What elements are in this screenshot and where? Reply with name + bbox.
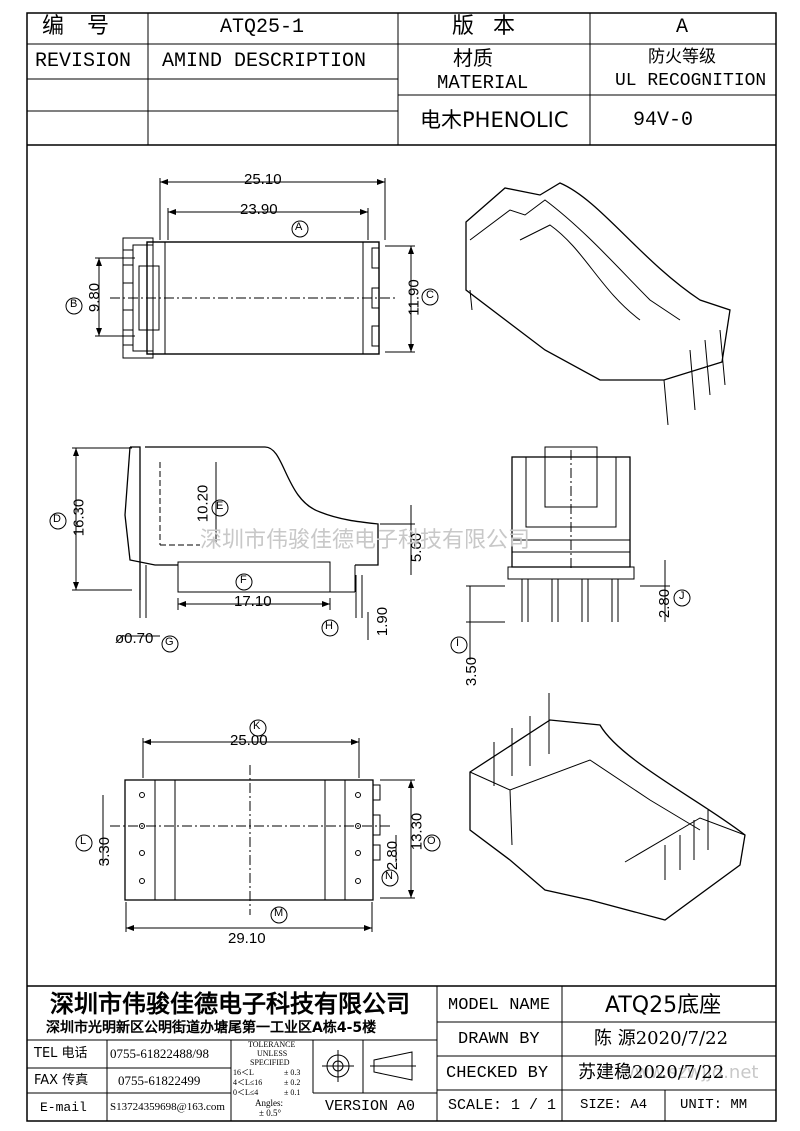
marker-m: M — [274, 907, 284, 919]
marker-b: B — [70, 298, 78, 310]
version-label: 版 本 — [452, 14, 521, 39]
dim-1-90: 1.90 — [374, 606, 392, 637]
ul-value: 94V-0 — [633, 109, 694, 132]
version-value: A — [676, 16, 689, 39]
drawn-by-label: DRAWN BY — [458, 1030, 540, 1049]
tolerance-range-1: 16＜L — [233, 1068, 254, 1077]
dim-2-80-bottom: 2.80 — [384, 840, 402, 871]
tolerance-range-2: 4＜L≤16 — [233, 1078, 263, 1087]
tolerance-value-1: ± 0.3 — [284, 1068, 301, 1077]
dim-25-10: 25.10 — [244, 171, 282, 188]
tolerance-specified: SPECIFIED — [250, 1058, 290, 1067]
marker-n: N — [385, 870, 393, 882]
size-label: SIZE: A4 — [580, 1097, 648, 1113]
tolerance-title: TOLERANCE — [248, 1040, 296, 1049]
dim-13-30: 13.30 — [408, 812, 426, 851]
marker-a: A — [295, 221, 303, 233]
dim-29-10: 29.10 — [228, 930, 266, 947]
marker-e: E — [216, 500, 224, 512]
fire-rating-cn-label: 防火等级 — [648, 47, 716, 67]
dim-2-80: 2.80 — [656, 588, 674, 619]
dim-25-00: 25.00 — [230, 732, 268, 749]
unit-label: UNIT: MM — [680, 1097, 748, 1113]
company-name: 深圳市伟骏佳德电子科技有限公司 — [50, 990, 410, 1018]
email-value: S13724359698@163.com — [110, 1101, 225, 1113]
marker-o: O — [427, 835, 436, 847]
dim-3-50: 3.50 — [463, 656, 481, 687]
marker-k: K — [253, 720, 261, 732]
marker-d: D — [53, 513, 61, 525]
marker-g: G — [165, 636, 174, 648]
model-name-label: MODEL NAME — [448, 996, 551, 1015]
fax-value: 0755-61822499 — [118, 1073, 201, 1088]
part-number: ATQ25-1 — [220, 16, 305, 39]
tolerance-unless: UNLESS — [257, 1049, 288, 1058]
tel-value: 0755-61822488/98 — [110, 1046, 209, 1061]
tolerance-angles-value: ± 0.5° — [259, 1108, 282, 1118]
tel-label: TEL 电话 — [34, 1046, 88, 1061]
dim-23-90: 23.90 — [240, 201, 278, 218]
tolerance-range-3: 0＜L≤4 — [233, 1088, 259, 1097]
ul-recognition-label: UL RECOGNITION — [615, 71, 767, 91]
material-en-label: MATERIAL — [437, 72, 529, 94]
tolerance-angles: Angles: — [255, 1098, 283, 1108]
tolerance-value-2: ± 0.2 — [284, 1078, 301, 1087]
dim-17-10: 17.10 — [234, 593, 272, 610]
marker-i: I — [456, 637, 460, 649]
watermark-url: www.szwjjd.net — [620, 1062, 759, 1083]
marker-h: H — [325, 620, 333, 632]
company-address: 深圳市光明新区公明街道办塘尾第一工业区A栋4-5楼 — [46, 1020, 377, 1036]
model-name-value: ATQ25底座 — [605, 993, 722, 1018]
dim-16-30: 16.30 — [70, 498, 88, 537]
dim-11-90: 11.90 — [405, 279, 423, 316]
marker-j: J — [679, 590, 685, 602]
material-cn-label: 材质 — [453, 46, 493, 70]
dim-0-70: ø0.70 — [115, 630, 154, 647]
drawn-by-value: 陈 源2020/7/22 — [594, 1028, 729, 1049]
marker-f: F — [240, 574, 247, 586]
amend-description-label: AMIND DESCRIPTION — [162, 50, 367, 73]
email-label: E-mail — [40, 1100, 87, 1115]
code-label: 编 号 — [42, 14, 117, 39]
dim-10-20: 10.20 — [194, 484, 212, 523]
dim-3-30: 3.30 — [96, 836, 114, 867]
tolerance-value-3: ± 0.1 — [284, 1088, 301, 1097]
watermark-company: 深圳市伟骏佳德电子科技有限公司 — [200, 528, 531, 553]
dim-9-80: 9.80 — [86, 282, 104, 313]
fax-label: FAX 传真 — [34, 1073, 89, 1088]
version-a0: VERSION A0 — [325, 1098, 416, 1115]
checked-by-value: 苏建稳2020/7/22 — [578, 1062, 725, 1083]
material-value: 电木PHENOLIC — [420, 108, 569, 132]
revision-label: REVISION — [35, 50, 132, 73]
marker-l: L — [80, 835, 87, 847]
scale-label: SCALE: 1 / 1 — [448, 1097, 557, 1114]
checked-by-label: CHECKED BY — [446, 1064, 549, 1083]
marker-c: C — [426, 289, 434, 301]
